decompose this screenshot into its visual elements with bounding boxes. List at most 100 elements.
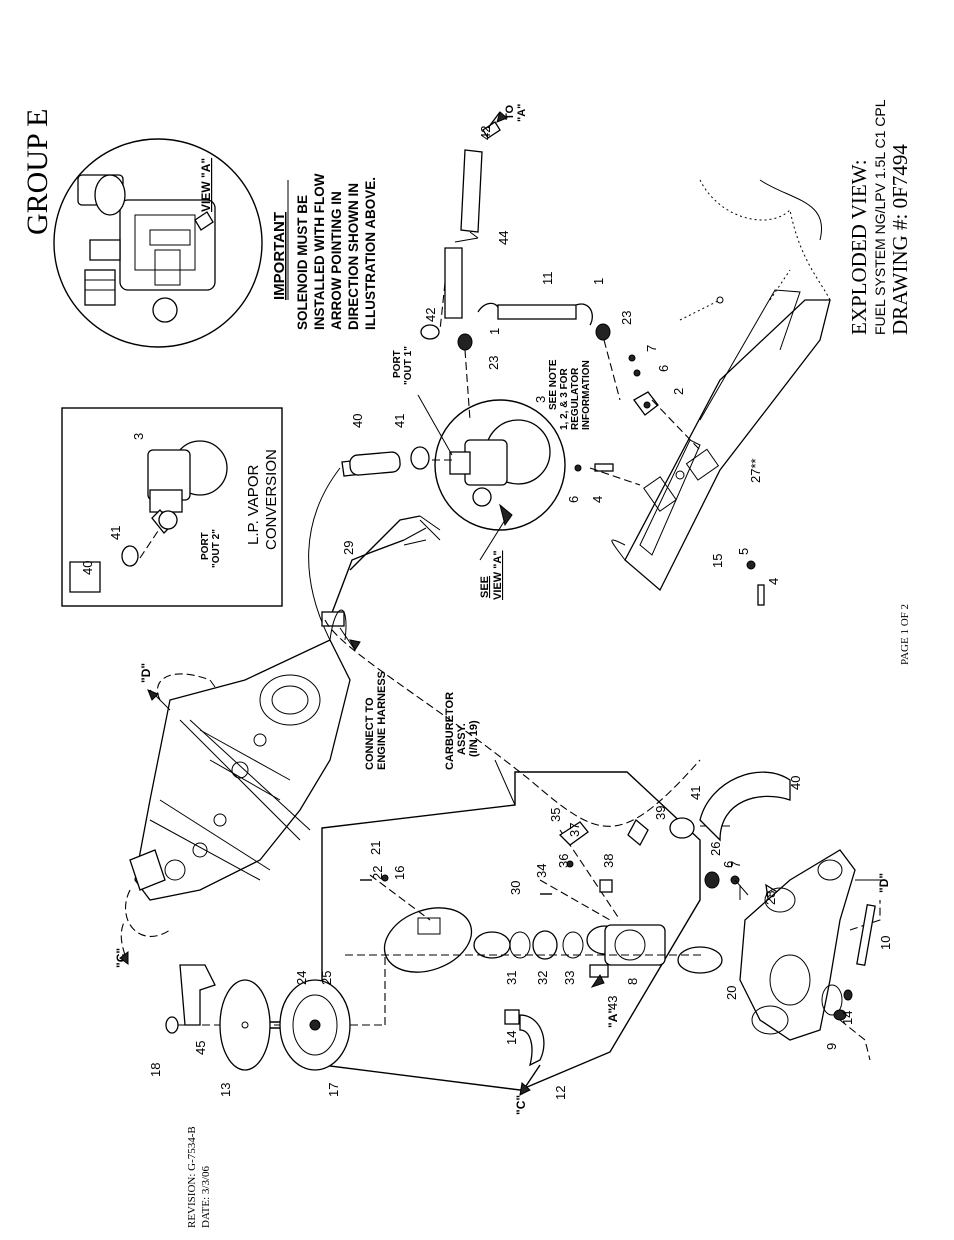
knob-18 [165,1016,179,1034]
oring-33 [562,931,584,959]
gasket-30 [473,931,511,959]
callout-43: 43 [605,996,620,1010]
callout-39: 39 [653,806,668,820]
nut-25 [309,1019,321,1031]
ref-d-bottom: "D" [877,873,891,893]
callout-6b: 6 [566,496,581,503]
clamp-42 [420,324,440,340]
elbow-1b [575,303,593,326]
callout-8: 8 [625,978,640,985]
footer: REVISION: G-7534-B DATE: 3/3/06 PAGE 1 O… [186,604,911,1228]
hose-assembly [420,111,621,421]
callout-16: 16 [392,866,407,880]
callout-33: 33 [562,971,577,985]
drawing-number: DRAWING #: 0F7494 [888,144,912,335]
clamp-41b [669,817,695,839]
callout-labels: 42 44 TO "A" 1 11 1 42 23 23 7 6 2 40 41… [148,104,893,1100]
lp-regulator-illustration [147,440,228,534]
engine-block [125,609,351,937]
fitting-23a [457,333,473,351]
callout-40b: 40 [788,776,803,790]
callout-30: 30 [508,881,523,895]
callout-17: 17 [326,1083,341,1097]
stud-10 [856,904,876,966]
callout-38: 38 [601,854,616,868]
fuel-line-path [324,619,701,827]
callout-34: 34 [534,864,549,878]
clamp-14a [504,1009,520,1025]
regulator-detail: 3 SEE NOTE 1, 2, & 3 FOR REGULATOR INFOR… [392,346,592,600]
subtitle-line: FUEL SYSTEM NG/LPV 1.5L C1 CPL [872,99,888,335]
callout-41b: 41 [688,786,703,800]
fitting-38 [599,879,613,893]
title-block: EXPLODED VIEW: FUEL SYSTEM NG/LPV 1.5L C… [847,99,912,335]
gasket-20 [677,946,723,974]
screw-37 [566,860,574,868]
callout-29: 29 [341,541,356,555]
callout-41-lp: 41 [108,526,123,540]
svg-text:ENGINE HARNESS: ENGINE HARNESS [376,671,388,770]
callout-1a: 1 [591,278,606,285]
svg-text:(I/N 19): (I/N 19) [468,720,480,757]
callout-45: 45 [193,1041,208,1055]
frame-rail [611,179,831,592]
wire-harness-29 [321,515,441,652]
nipple-11 [497,304,577,320]
hose-40-upper [308,446,452,641]
callout-32: 32 [535,971,550,985]
important-note: IMPORTANT SOLENOID MUST BE INSTALLED WIT… [271,173,378,330]
date-text: DATE: 3/3/06 [200,1165,212,1228]
callout-22-group: . . 22 [370,866,385,880]
callout-3: 3 [533,396,548,403]
callout-44: 44 [496,231,511,245]
hardware-small-right [574,354,765,606]
callout-21: 21 [368,841,383,855]
callout-5: 5 [736,548,751,555]
misc-notes: CONNECT TO ENGINE HARNESS CARBURETOR ASS… [114,663,891,1115]
carburetor-assembly-outline [321,759,701,1091]
svg-text:"OUT 2": "OUT 2" [211,529,222,568]
callout-26: 26 [708,842,723,856]
lp-title-2: CONVERSION [263,449,280,550]
callout-27: 27** [748,458,763,483]
callout-6c: 6 [721,861,736,868]
nut-9 [833,1009,847,1021]
svg-text:PORT: PORT [200,532,211,560]
air-cleaner [165,955,386,1071]
title-line: EXPLODED VIEW: [847,159,871,335]
callout-6a: 6 [656,365,671,372]
callout-7b: 7 [728,861,743,868]
lp-title-1: L.P. VAPOR [245,465,262,545]
hose-44b [460,149,483,233]
callout-4b: 4 [766,578,781,585]
adapter-16 [383,907,473,973]
svg-text:1, 2, & 3 FOR: 1, 2, & 3 FOR [559,368,570,430]
svg-text:TO: TO [504,104,516,120]
callout-31: 31 [504,971,519,985]
revision-text: REVISION: G-7534-B [186,1126,198,1228]
callout-24: 24 [294,971,309,985]
bracket-45 [179,964,216,1026]
callout-22-visible: 22 [370,866,385,880]
callout-2: 2 [671,388,686,395]
callout-7a: 7 [644,345,659,352]
callout-36: 36 [556,854,571,868]
svg-text:CONNECT TO: CONNECT TO [364,697,376,770]
callout-12: 12 [553,1086,568,1100]
carb-fittings [360,771,791,927]
oring-31 [509,931,531,959]
callout-3-lp: 3 [131,433,146,440]
cover-13 [219,979,271,1071]
callout-18: 18 [148,1063,163,1077]
callout-25: 25 [319,971,334,985]
callout-1b: 1 [487,328,502,335]
callout-35: 35 [548,808,563,822]
air-cleaner-parts [345,829,723,988]
svg-text:INSTALLED WITH FLOW: INSTALLED WITH FLOW [312,173,327,330]
callout-23a: 23 [486,356,501,370]
svg-text:SEE: SEE [479,576,491,598]
svg-text:"A": "A" [516,104,528,122]
elbow-39 [627,818,649,847]
